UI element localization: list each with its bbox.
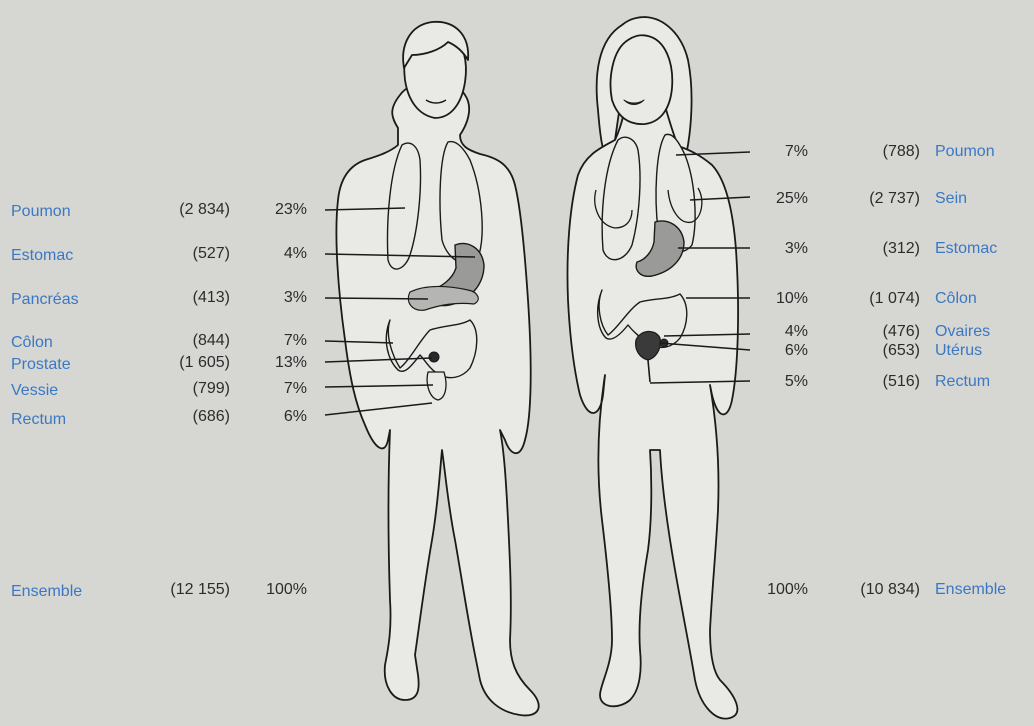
female-percentage: 7% (748, 144, 808, 160)
female-total-percentage: 100% (748, 582, 808, 598)
female-total-label: Ensemble (935, 582, 1006, 598)
female-percentage: 6% (748, 343, 808, 359)
female-percentage: 5% (748, 374, 808, 390)
female-percentage: 3% (748, 241, 808, 257)
male-case-count: (1 605) (148, 355, 230, 371)
female-organ-label: Utérus (935, 343, 982, 359)
male-case-count: (686) (148, 409, 230, 425)
male-organ-label: Prostate (11, 357, 71, 373)
female-case-count: (653) (820, 343, 920, 359)
male-case-count: (2 834) (148, 202, 230, 218)
female-case-count: (788) (820, 144, 920, 160)
female-case-count: (1 074) (820, 291, 920, 307)
male-percentage: 7% (245, 381, 307, 397)
male-organ-label: Côlon (11, 335, 53, 351)
male-total-label: Ensemble (11, 584, 82, 600)
female-face (611, 35, 673, 124)
female-total-count: (10 834) (815, 582, 920, 598)
female-case-count: (312) (820, 241, 920, 257)
female-organ-label: Côlon (935, 291, 977, 307)
female-organ-label: Poumon (935, 144, 995, 160)
male-organ-label: Vessie (11, 383, 58, 399)
male-percentage: 3% (245, 290, 307, 306)
male-total-percentage: 100% (245, 582, 307, 598)
female-case-count: (516) (820, 374, 920, 390)
female-percentage: 10% (748, 291, 808, 307)
male-organ-label: Pancréas (11, 292, 79, 308)
female-organ-label: Sein (935, 191, 967, 207)
female-body-outline (567, 90, 738, 719)
male-case-count: (527) (148, 246, 230, 262)
female-organ-label: Estomac (935, 241, 997, 257)
male-organ-label: Estomac (11, 248, 73, 264)
female-figure (567, 17, 738, 719)
male-case-count: (413) (148, 290, 230, 306)
male-percentage: 23% (245, 202, 307, 218)
female-case-count: (476) (820, 324, 920, 340)
male-figure (336, 22, 538, 716)
female-organ-label: Ovaires (935, 324, 990, 340)
female-case-count: (2 737) (820, 191, 920, 207)
male-percentage: 13% (245, 355, 307, 371)
male-organ-label: Rectum (11, 412, 66, 428)
female-percentage: 4% (748, 324, 808, 340)
female-organ-label: Rectum (935, 374, 990, 390)
male-organ-label: Poumon (11, 204, 71, 220)
male-total-count: (12 155) (128, 582, 230, 598)
male-percentage: 4% (245, 246, 307, 262)
male-prostate (429, 352, 439, 362)
female-percentage: 25% (748, 191, 808, 207)
male-percentage: 6% (245, 409, 307, 425)
male-case-count: (799) (148, 381, 230, 397)
male-case-count: (844) (148, 333, 230, 349)
male-percentage: 7% (245, 333, 307, 349)
